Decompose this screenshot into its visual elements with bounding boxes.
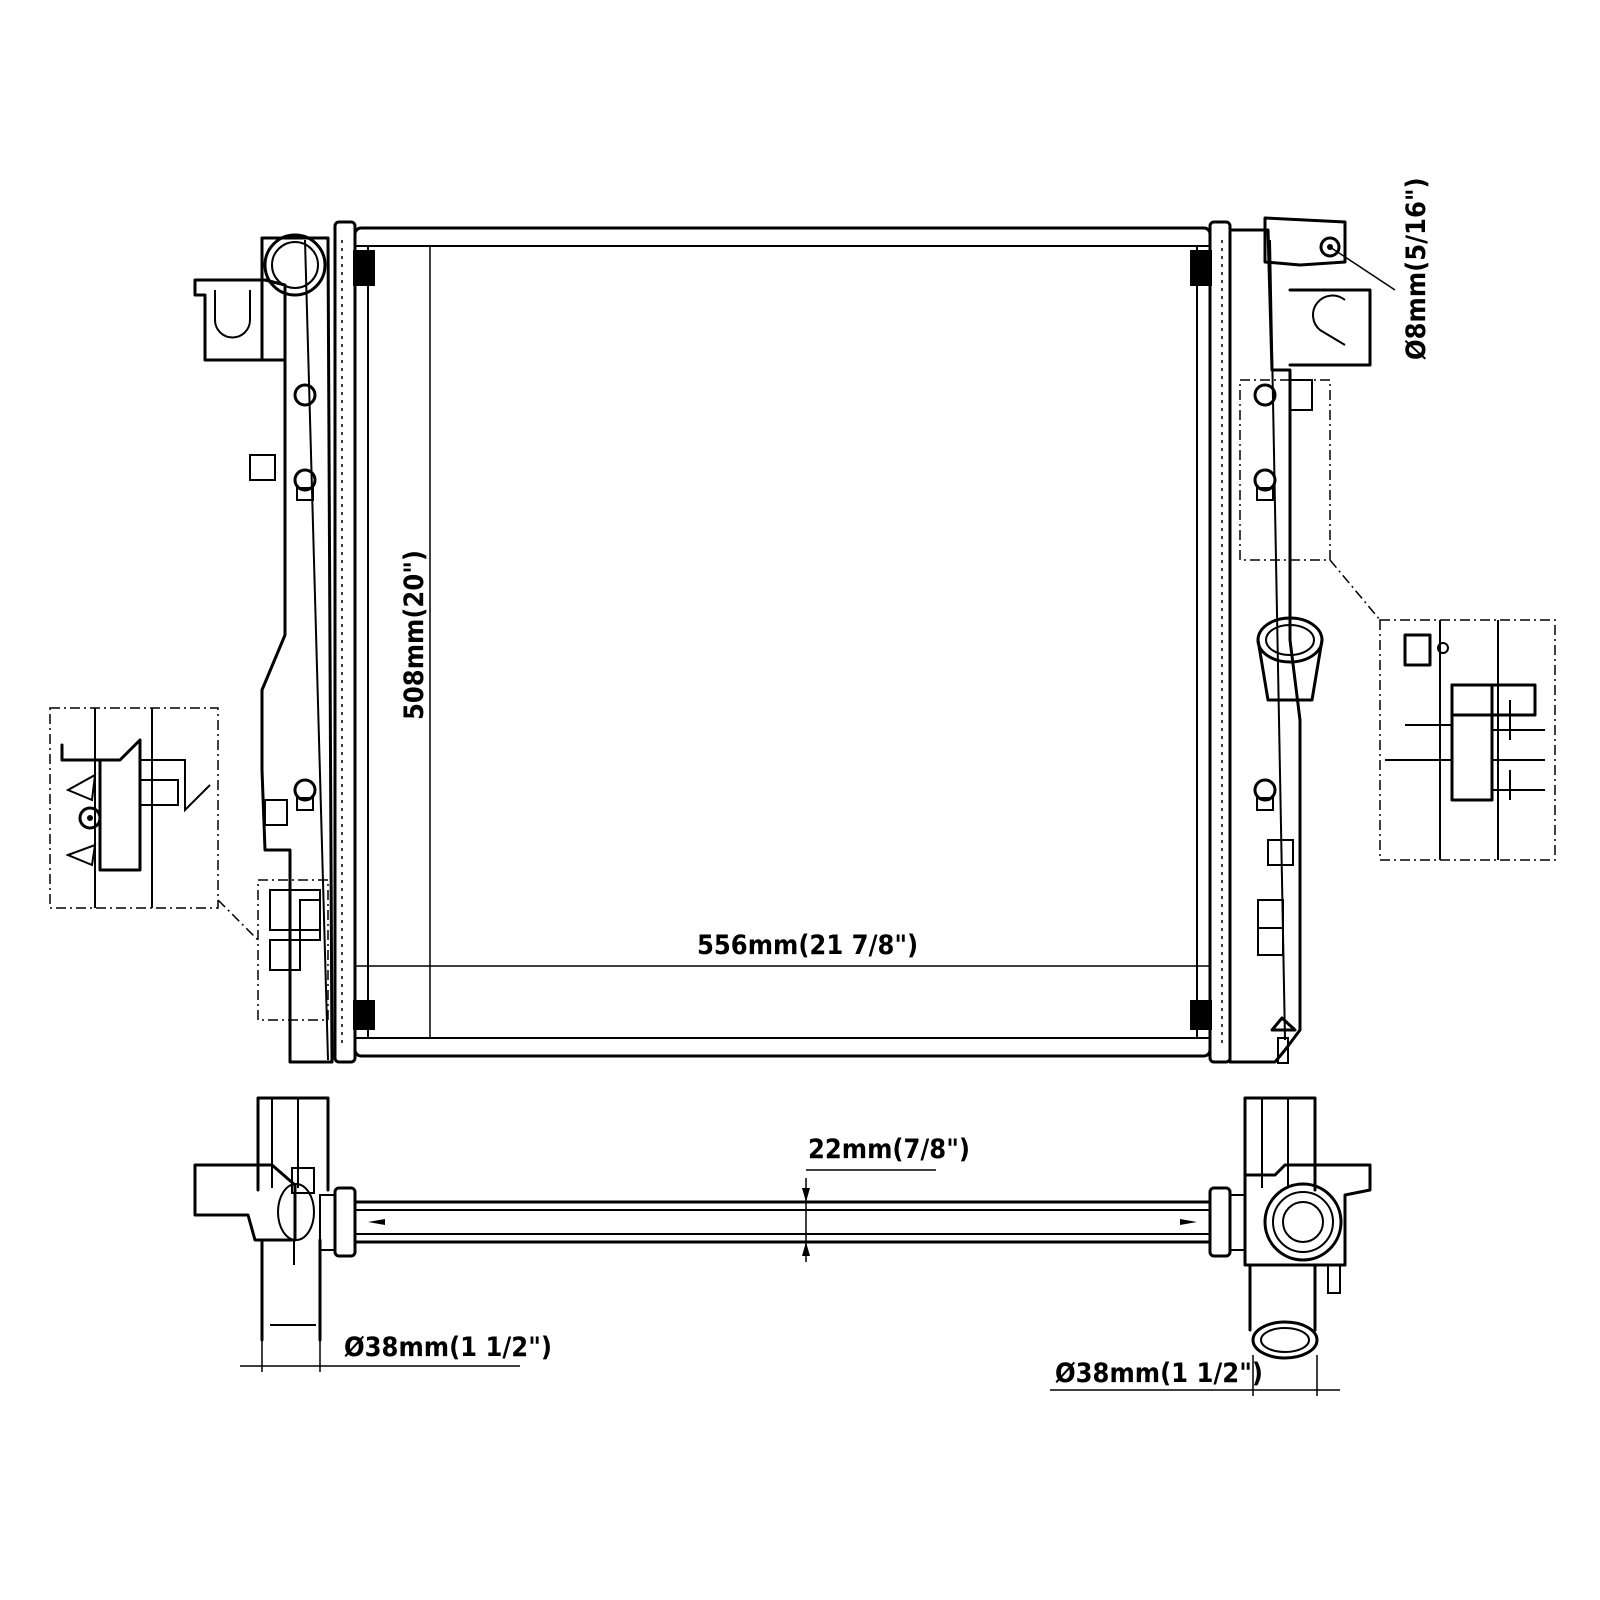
core-width-label: 556mm(21 7/8") xyxy=(697,930,918,961)
inlet-diameter-dimension: Ø38mm(1 1/2") xyxy=(240,1332,552,1372)
outlet-diameter-dimension: Ø38mm(1 1/2") xyxy=(1050,1355,1340,1396)
core-thickness-dimension: 22mm(7/8") xyxy=(802,1134,970,1262)
front-view: 508mm(20") 556mm(21 7/8") Ø8mm(5/16") xyxy=(193,177,1432,1064)
inlet-diameter-label: Ø38mm(1 1/2") xyxy=(344,1332,552,1363)
outlet-diameter-label: Ø38mm(1 1/2") xyxy=(1055,1358,1263,1389)
left-tank xyxy=(193,220,357,1064)
core-thickness-label: 22mm(7/8") xyxy=(808,1134,970,1165)
right-detail-view xyxy=(1239,379,1556,861)
core-width-dimension: 556mm(21 7/8") xyxy=(355,930,1210,967)
left-detail-view xyxy=(49,707,329,1021)
top-view: Ø38mm(1 1/2") Ø38mm(1 1/2") 22mm xyxy=(193,1096,1372,1396)
mount-hole-dimension: Ø8mm(5/16") xyxy=(1329,177,1432,360)
core-height-label: 508mm(20") xyxy=(399,550,430,720)
core-height-dimension: 508mm(20") xyxy=(399,245,442,1039)
mount-hole-label: Ø8mm(5/16") xyxy=(1401,177,1432,360)
right-tank xyxy=(1208,216,1372,1064)
